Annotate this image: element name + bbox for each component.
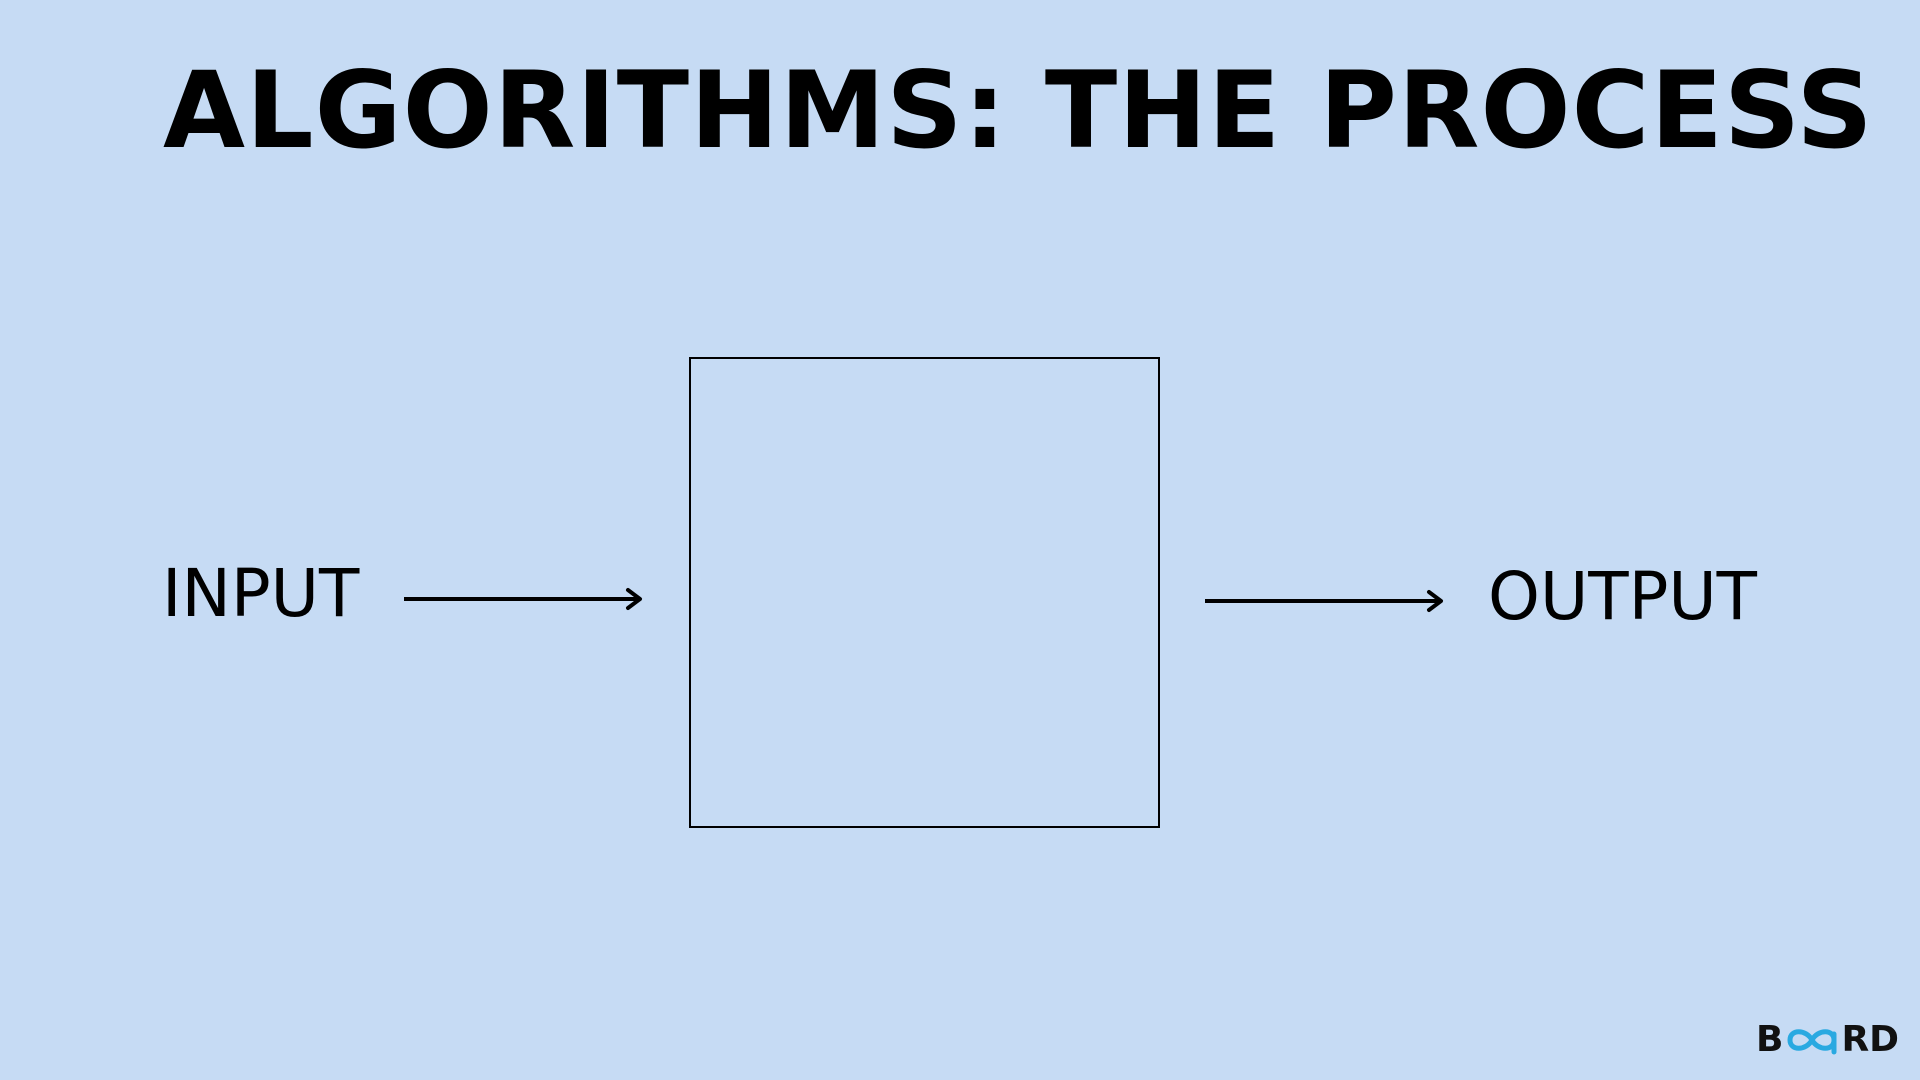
process-box [689, 357, 1160, 828]
input-arrow-head [626, 588, 642, 610]
logo-prefix: B [1756, 1019, 1784, 1060]
board-logo: B RD [1756, 1020, 1899, 1060]
page-title: ALGORITHMS: THE PROCESS [163, 49, 1874, 172]
input-label: INPUT [162, 555, 360, 632]
output-arrow [1205, 590, 1443, 612]
input-arrow [404, 588, 642, 610]
logo-suffix: RD [1841, 1019, 1900, 1060]
output-arrow-head [1427, 590, 1443, 612]
infinity-icon [1787, 1029, 1837, 1055]
output-label: OUTPUT [1488, 558, 1757, 635]
